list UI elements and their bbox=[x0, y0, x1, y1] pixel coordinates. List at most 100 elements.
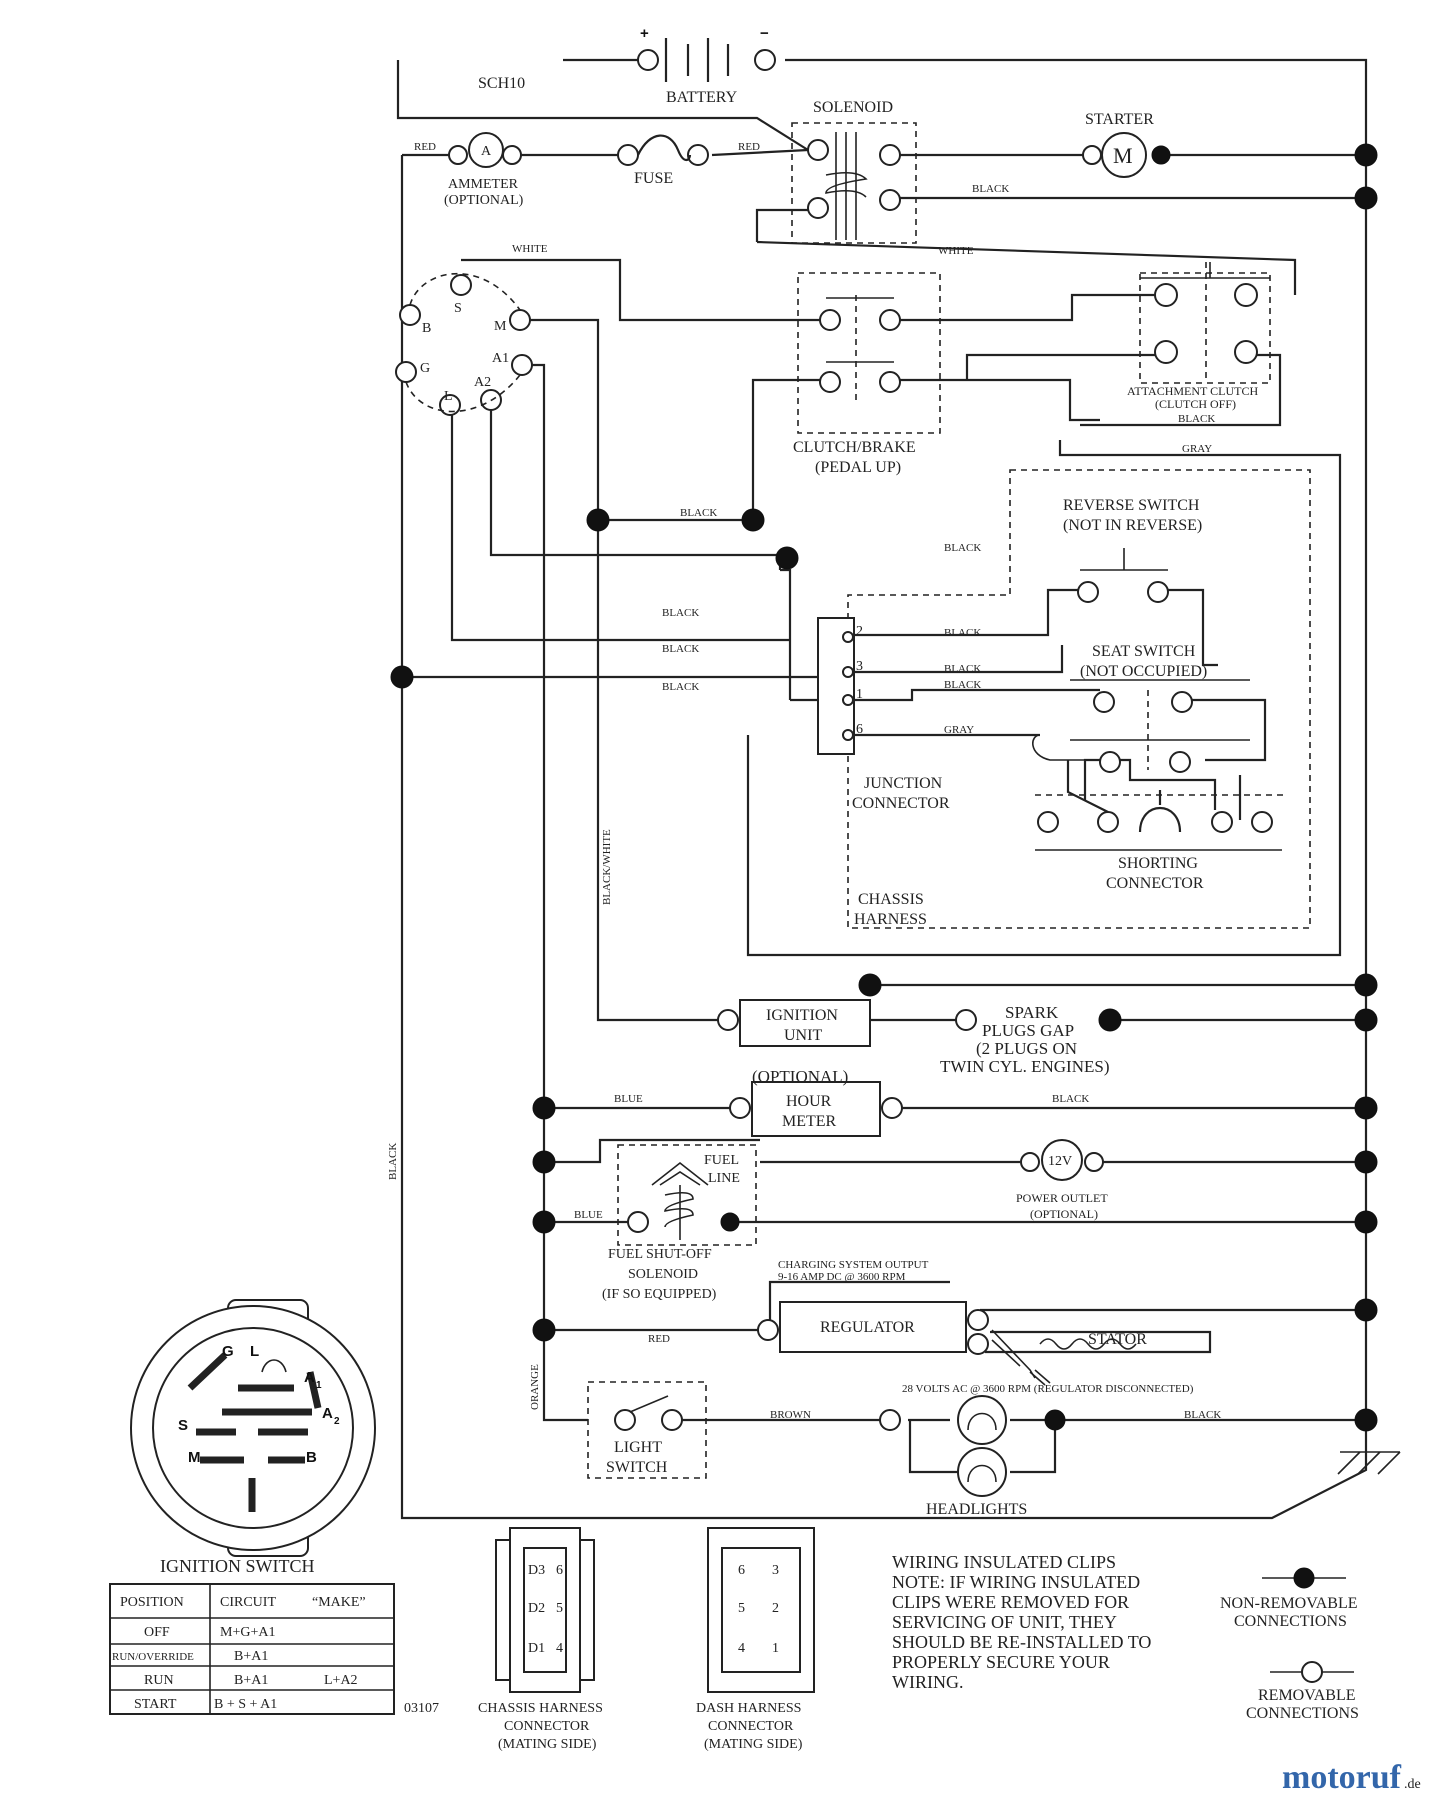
attachment-clutch-switch bbox=[1140, 262, 1270, 364]
wire-black-pin3: BLACK bbox=[944, 663, 981, 675]
wire-color-labels: RED RED BLACK WHITE WHITE BLACK BLACK BL… bbox=[387, 141, 1221, 1421]
solenoid-symbol bbox=[807, 132, 901, 240]
ammeter-label: AMMETER bbox=[448, 177, 519, 192]
headlights-label: HEADLIGHTS bbox=[926, 1501, 1027, 1518]
junction-connector: 2 3 1 6 bbox=[817, 617, 863, 755]
wire-white-ignition: WHITE bbox=[512, 243, 548, 255]
junction-pin-6: 6 bbox=[856, 722, 863, 737]
wire-blue-fuel: BLUE bbox=[574, 1209, 603, 1221]
legend: NON-REMOVABLE CONNECTIONS REMOVABLE CONN… bbox=[1220, 1567, 1359, 1722]
ignition-switch-face: G L A 1 S A 2 M B IGNITION SWITCH bbox=[130, 1299, 376, 1576]
chassis-harness-label-2: HARNESS bbox=[854, 911, 927, 928]
wire-black-jc-b: BLACK bbox=[662, 643, 699, 655]
wire-blue-hour: BLUE bbox=[614, 1093, 643, 1105]
power-outlet: 12V bbox=[1020, 1139, 1104, 1181]
seat-switch-state: (NOT OCCUPIED) bbox=[1080, 663, 1207, 680]
chassis-harness-connector: D3 D2 D1 6 5 4 CHASSIS HARNESS CONNECTOR… bbox=[478, 1527, 603, 1752]
junction-connector-label-2: CONNECTOR bbox=[852, 795, 950, 812]
ign-face-a1: A bbox=[304, 1369, 315, 1386]
chassis-pin-6: 6 bbox=[556, 1563, 563, 1578]
chassis-pin-d2: D2 bbox=[528, 1601, 545, 1616]
ignition-switch-title: IGNITION SWITCH bbox=[160, 1556, 314, 1576]
power-outlet-optional: (OPTIONAL) bbox=[1030, 1207, 1098, 1221]
table-header-position: POSITION bbox=[120, 1595, 184, 1610]
chassis-harness-label: CHASSIS bbox=[858, 891, 924, 908]
stator-label: STATOR bbox=[1088, 1331, 1147, 1348]
table-row-run: RUN bbox=[144, 1673, 174, 1688]
solenoid-label: SOLENOID bbox=[813, 99, 893, 116]
regulator-label: REGULATOR bbox=[820, 1319, 915, 1336]
wiring-note: WIRING INSULATED CLIPS NOTE: IF WIRING I… bbox=[892, 1552, 1151, 1692]
headlights bbox=[879, 1395, 1401, 1497]
ign-face-m: M bbox=[188, 1449, 201, 1466]
dash-connector-caption: DASH HARNESS bbox=[696, 1701, 801, 1716]
table-row-start: START bbox=[134, 1697, 177, 1712]
wire-black-clutch: BLACK bbox=[680, 507, 717, 519]
table-row-override-circuit: B+A1 bbox=[234, 1649, 268, 1664]
chassis-connector-caption-3: (MATING SIDE) bbox=[498, 1737, 597, 1752]
shorting-connector-label: SHORTING bbox=[1118, 855, 1198, 872]
watermark-brand: motoruf bbox=[1282, 1759, 1402, 1796]
wire-black-jc-a: BLACK bbox=[662, 607, 699, 619]
wire-black-pin1: BLACK bbox=[944, 679, 981, 691]
power-outlet-label: POWER OUTLET bbox=[1016, 1191, 1108, 1205]
light-switch-label: LIGHT bbox=[614, 1439, 662, 1456]
table-row-off: OFF bbox=[144, 1625, 170, 1640]
spark-plugs-label: SPARK bbox=[1005, 1003, 1059, 1022]
wire-black-ground: BLACK bbox=[387, 1143, 399, 1180]
chassis-connector-caption: CHASSIS HARNESS bbox=[478, 1701, 603, 1716]
junction-connector-label: JUNCTION bbox=[864, 775, 943, 792]
ign-face-a2: A bbox=[322, 1405, 333, 1422]
table-row-start-circuit: B + S + A1 bbox=[214, 1697, 277, 1712]
note-line-1: NOTE: IF WIRING INSULATED bbox=[892, 1572, 1140, 1592]
wire-red-2: RED bbox=[738, 141, 760, 153]
ign-terminal-a2: A2 bbox=[474, 375, 491, 390]
note-line-6: WIRING. bbox=[892, 1672, 963, 1692]
dash-pin-4: 4 bbox=[738, 1641, 745, 1656]
ammeter-letter: A bbox=[481, 144, 492, 159]
note-line-2: CLIPS WERE REMOVED FOR bbox=[892, 1592, 1129, 1612]
light-switch bbox=[614, 1395, 683, 1431]
spark-plugs-gap: PLUGS GAP bbox=[982, 1021, 1074, 1040]
hour-meter-label-2: METER bbox=[782, 1113, 837, 1130]
chassis-pin-d3: D3 bbox=[528, 1563, 545, 1578]
wires bbox=[396, 58, 1368, 1520]
clutch-brake-state: (PEDAL UP) bbox=[815, 459, 901, 476]
note-line-3: SERVICING OF UNIT, THEY bbox=[892, 1612, 1117, 1632]
ign-face-l: L bbox=[250, 1343, 259, 1360]
ign-terminal-a1: A1 bbox=[492, 351, 509, 366]
dash-pin-1: 1 bbox=[772, 1641, 779, 1656]
ign-terminal-m: M bbox=[494, 319, 507, 334]
starter-motor-symbol: M bbox=[1113, 143, 1133, 168]
wire-gray-pin6: GRAY bbox=[944, 724, 974, 736]
ignition-unit-label: IGNITION bbox=[766, 1007, 838, 1024]
dash-harness-connector: 6 5 4 3 2 1 DASH HARNESS CONNECTOR (MATI… bbox=[696, 1527, 815, 1752]
ignition-switch-table: POSITION CIRCUIT “MAKE” OFF M+G+A1 RUN/O… bbox=[109, 1583, 395, 1715]
fuse-label: FUSE bbox=[634, 170, 673, 187]
wire-gray-attach: GRAY bbox=[1182, 443, 1212, 455]
wire-black-pin2: BLACK bbox=[944, 627, 981, 639]
dash-pin-3: 3 bbox=[772, 1563, 779, 1578]
table-row-override: RUN/OVERRIDE bbox=[112, 1651, 194, 1663]
wire-red-1: RED bbox=[414, 141, 436, 153]
ign-face-g: G bbox=[222, 1343, 234, 1360]
ign-terminal-s: S bbox=[454, 301, 462, 316]
battery-label: BATTERY bbox=[666, 89, 738, 106]
dash-connector-caption-2: CONNECTOR bbox=[708, 1719, 794, 1734]
dash-pin-2: 2 bbox=[772, 1601, 779, 1616]
clutch-brake-switch bbox=[819, 297, 901, 393]
spark-plugs-note-2: TWIN CYL. ENGINES) bbox=[940, 1057, 1110, 1076]
table-row-run-extra: L+A2 bbox=[324, 1673, 358, 1688]
motoruf-watermark: motoruf .de bbox=[1282, 1759, 1421, 1796]
charging-output-label: CHARGING SYSTEM OUTPUT bbox=[778, 1259, 929, 1271]
fuel-shutoff-label-3: (IF SO EQUIPPED) bbox=[602, 1287, 717, 1302]
wire-orange: ORANGE bbox=[529, 1364, 541, 1410]
starter-symbol: M bbox=[1082, 132, 1171, 178]
reverse-switch-state: (NOT IN REVERSE) bbox=[1063, 517, 1202, 534]
wire-white-solenoid: WHITE bbox=[938, 245, 974, 257]
component-labels: SCH10 BATTERY SOLENOID STARTER AMMETER (… bbox=[444, 75, 1258, 1518]
ignition-switch-terminals: S B M A1 G L A2 bbox=[395, 272, 533, 416]
ignition-unit bbox=[717, 999, 977, 1047]
legend-removable: REMOVABLE bbox=[1258, 1687, 1356, 1704]
